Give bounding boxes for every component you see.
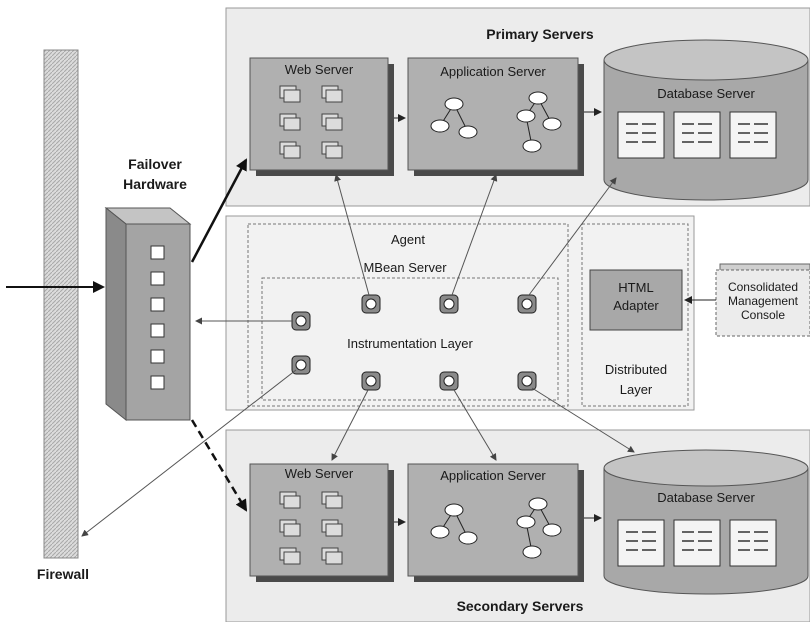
- console-label-line2: Management: [727, 294, 799, 308]
- html-adapter-box: [589, 269, 683, 331]
- console-label-line1: Consolidated: [727, 280, 799, 294]
- web-page-icon: [279, 491, 343, 565]
- primary-servers-title: Primary Servers: [486, 26, 594, 42]
- instrumentation-layer-label: Instrumentation Layer: [347, 336, 473, 351]
- secondary-db-server-label: Database Server: [657, 490, 755, 505]
- primary-db-server-label: Database Server: [657, 86, 755, 101]
- mbean-to-firewall-arrow: [81, 369, 297, 537]
- mbean-to-secondary-arrows: [331, 387, 635, 461]
- agent-label: Agent: [391, 232, 425, 247]
- mbean-server-label: MBean Server: [363, 260, 447, 275]
- secondary-app-server-box: [407, 463, 584, 582]
- data-table-rows: [626, 531, 768, 551]
- primary-web-server-label: Web Server: [284, 62, 354, 77]
- console-label-line3: Console: [740, 308, 786, 322]
- server-flow-arrows: [394, 108, 602, 526]
- failover-hardware-label-line1: Failover: [128, 156, 182, 172]
- failover-hardware-device: [104, 206, 192, 422]
- distributed-layer-label-line1: Distributed: [604, 362, 668, 377]
- data-table-rows: [626, 123, 768, 143]
- data-table-icon: [617, 111, 777, 159]
- failover-hardware-label-line2: Hardware: [123, 176, 187, 192]
- secondary-servers-title: Secondary Servers: [456, 598, 584, 614]
- html-adapter-label-line2: Adapter: [613, 298, 659, 313]
- network-graph-icon: [430, 91, 562, 153]
- mbean-server-frame: [261, 277, 559, 401]
- secondary-app-server-label: Application Server: [440, 468, 546, 483]
- html-adapter-label-line1: HTML: [618, 280, 654, 295]
- secondary-web-server-label: Web Server: [284, 466, 354, 481]
- mbean-to-primary-arrows: [334, 174, 617, 296]
- distributed-layer-frame: [581, 223, 689, 407]
- agent-frame: [247, 223, 569, 407]
- firewall-label: Firewall: [36, 566, 90, 582]
- firewall-wall: [43, 49, 79, 559]
- web-page-icon: [279, 85, 343, 159]
- management-console-box: [715, 263, 810, 337]
- distributed-layer-label-line2: Layer: [619, 382, 653, 397]
- primary-app-server-label: Application Server: [440, 64, 546, 79]
- network-graph-icon: [430, 497, 562, 559]
- data-table-icon: [617, 519, 777, 567]
- failover-to-secondary-arrow: [190, 419, 248, 512]
- failover-to-primary-arrow: [190, 158, 248, 263]
